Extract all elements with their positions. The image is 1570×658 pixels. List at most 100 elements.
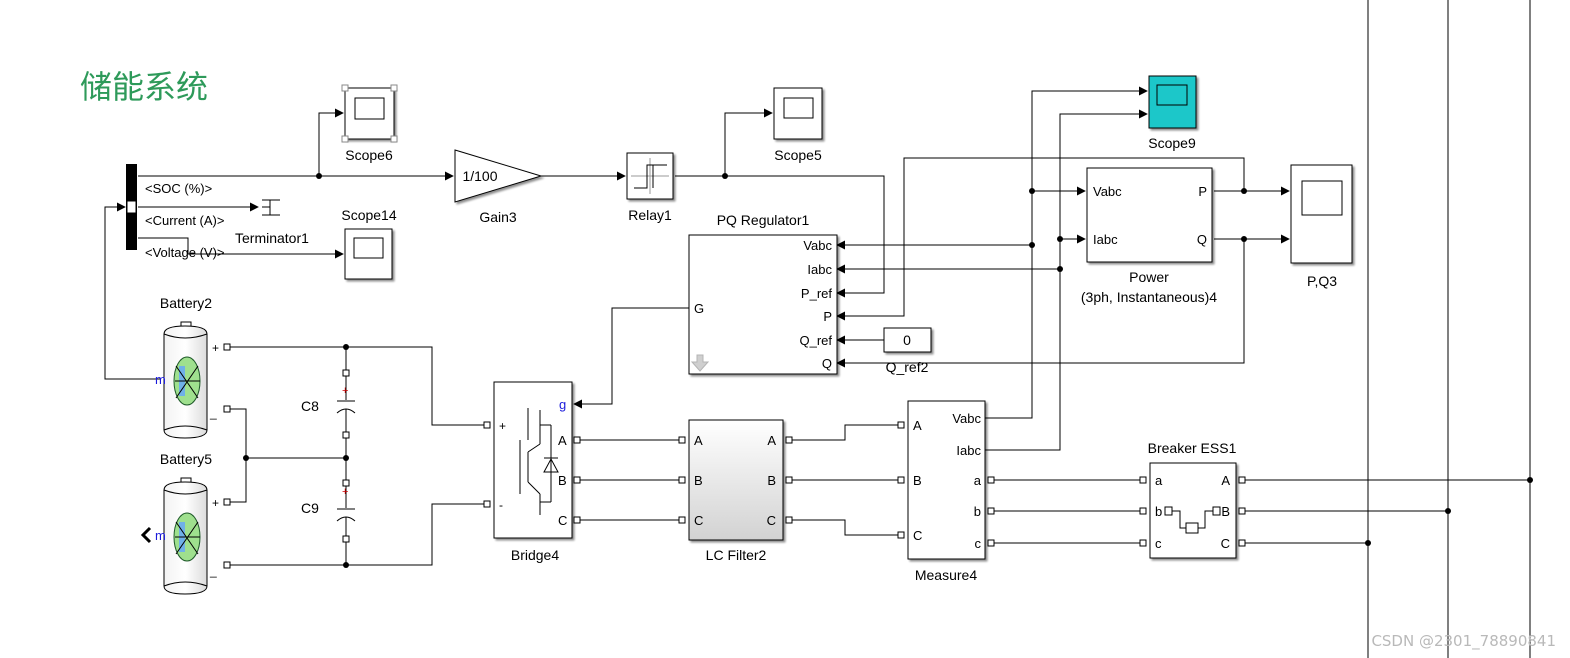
lc-in-c: C: [694, 513, 703, 528]
watermark: CSDN @2301_78890841: [1371, 632, 1556, 650]
lc-out-c: C: [767, 513, 776, 528]
bridge-out-c: C: [558, 513, 567, 528]
bus-signal-current: <Current (A)>: [145, 213, 224, 228]
battery5-label: Battery5: [160, 451, 212, 467]
power-label: Power: [1129, 269, 1169, 285]
breaker-in-b: b: [1155, 504, 1162, 519]
q-ref2-value: 0: [903, 332, 911, 348]
measure-in-b: B: [913, 473, 922, 488]
power-out-q: Q: [1197, 232, 1207, 247]
measure4-block[interactable]: A B C Vabc Iabc a b c Measure4: [897, 400, 995, 583]
scope9-block[interactable]: Scope9: [1148, 75, 1197, 151]
bus-signal-soc: <SOC (%)>: [145, 181, 212, 196]
lc-in-b: B: [694, 473, 703, 488]
power-lines: [230, 346, 1530, 566]
breaker-out-a: A: [1221, 473, 1230, 488]
power-out-p: P: [1198, 184, 1207, 199]
lc-filter2-block[interactable]: A B C A B C LC Filter2: [678, 419, 793, 563]
breaker-label: Breaker ESS1: [1148, 440, 1237, 456]
chevron-left-icon[interactable]: [140, 526, 152, 544]
bridge-out-b: B: [558, 473, 567, 488]
c9-label: C9: [301, 500, 319, 516]
q-ref2-block[interactable]: 0 Q_ref2: [883, 327, 932, 375]
pq-regulator-block[interactable]: PQ Regulator1 Vabc Iabc P_ref P Q_ref Q …: [688, 212, 838, 375]
scope9-label: Scope9: [1148, 135, 1196, 151]
power-block[interactable]: Vabc Iabc P Q Power (3ph, Instantaneous)…: [1081, 167, 1217, 305]
bridge-out-a: A: [558, 433, 567, 448]
scope6-block[interactable]: Scope6: [341, 84, 398, 163]
scope14-label: Scope14: [341, 207, 396, 223]
grid-bus-lines: [1367, 0, 1531, 658]
scope6-label: Scope6: [345, 147, 393, 163]
gain3-label: Gain3: [479, 209, 517, 225]
battery5-m: m: [155, 528, 166, 543]
battery5-minus: _: [209, 564, 217, 578]
battery2-m: m: [155, 372, 166, 387]
measure-in-c: C: [913, 528, 922, 543]
measure4-label: Measure4: [915, 567, 977, 583]
battery2-block[interactable]: Battery2 + _ m: [155, 295, 219, 439]
terminator-block[interactable]: Terminator1: [235, 199, 309, 246]
battery2-plus: +: [212, 341, 219, 355]
pq-regulator-label: PQ Regulator1: [717, 212, 810, 228]
battery2-label: Battery2: [160, 295, 212, 311]
terminator-label: Terminator1: [235, 230, 309, 246]
power-in-vabc: Vabc: [1093, 184, 1122, 199]
relay1-label: Relay1: [628, 207, 672, 223]
measure-out-c: c: [975, 536, 982, 551]
relay1-block[interactable]: Relay1: [626, 152, 674, 223]
pq-in-q: Q: [822, 356, 832, 371]
measure-out-a: a: [974, 473, 982, 488]
signal-lines: [104, 86, 1290, 451]
scope5-label: Scope5: [774, 147, 822, 163]
bus-selector[interactable]: <SOC (%)> <Current (A)> <Voltage (V)>: [126, 164, 225, 260]
lc-out-a: A: [767, 433, 776, 448]
q-ref2-label: Q_ref2: [886, 359, 929, 375]
pq-in-qref: Q_ref: [799, 333, 832, 348]
pq-in-pref: P_ref: [801, 286, 832, 301]
scope14-block[interactable]: Scope14: [341, 207, 397, 280]
gain3-value: 1/100: [462, 168, 497, 184]
breaker-ess1-block[interactable]: a b c A B C Breaker ESS1: [1139, 440, 1246, 559]
bridge-g-port: g: [559, 397, 566, 412]
junction-dots: [243, 173, 1533, 568]
pq3-label: P,Q3: [1307, 273, 1337, 289]
breaker-in-c: c: [1155, 536, 1162, 551]
gain3-block[interactable]: 1/100 Gain3: [454, 149, 543, 225]
pq-out-g: G: [694, 301, 704, 316]
pq-in-iabc: Iabc: [807, 262, 832, 277]
scope5-block[interactable]: Scope5: [773, 87, 823, 163]
bridge4-block[interactable]: + - g A B C Bridge4: [483, 381, 581, 563]
measure-out-vabc: Vabc: [952, 411, 981, 426]
bridge4-label: Bridge4: [511, 547, 559, 563]
pq-in-vabc: Vabc: [803, 238, 832, 253]
lc-out-b: B: [767, 473, 776, 488]
igbt-diode-icon: [519, 408, 559, 515]
bridge-in-plus: +: [499, 419, 506, 433]
bridge-in-minus: -: [499, 498, 503, 512]
battery5-plus: +: [212, 496, 219, 510]
battery5-block[interactable]: Battery5 + _ m: [140, 451, 219, 595]
c8-label: C8: [301, 398, 319, 414]
pq-in-p: P: [823, 309, 832, 324]
power-sublabel: (3ph, Instantaneous)4: [1081, 289, 1217, 305]
mask-arrow-icon: [690, 354, 710, 372]
lc-in-a: A: [694, 433, 703, 448]
c8-plus-mark: +: [342, 385, 348, 397]
c9-plus-mark: +: [342, 486, 348, 498]
breaker-switch-icon: [1164, 506, 1221, 534]
measure-out-iabc: Iabc: [956, 443, 981, 458]
battery-port-squares: [223, 343, 231, 569]
breaker-out-c: C: [1221, 536, 1230, 551]
lc-filter2-label: LC Filter2: [706, 547, 767, 563]
measure-in-a: A: [913, 418, 922, 433]
breaker-out-b: B: [1221, 504, 1230, 519]
diagram-title: 储能系统: [80, 68, 208, 106]
capacitor-c9[interactable]: + C9: [301, 479, 356, 543]
power-in-iabc: Iabc: [1093, 232, 1118, 247]
pq3-scope-block[interactable]: P,Q3: [1290, 164, 1353, 289]
breaker-in-a: a: [1155, 473, 1163, 488]
bus-signal-voltage: <Voltage (V)>: [145, 245, 225, 260]
capacitor-c8[interactable]: + C8: [301, 369, 356, 439]
